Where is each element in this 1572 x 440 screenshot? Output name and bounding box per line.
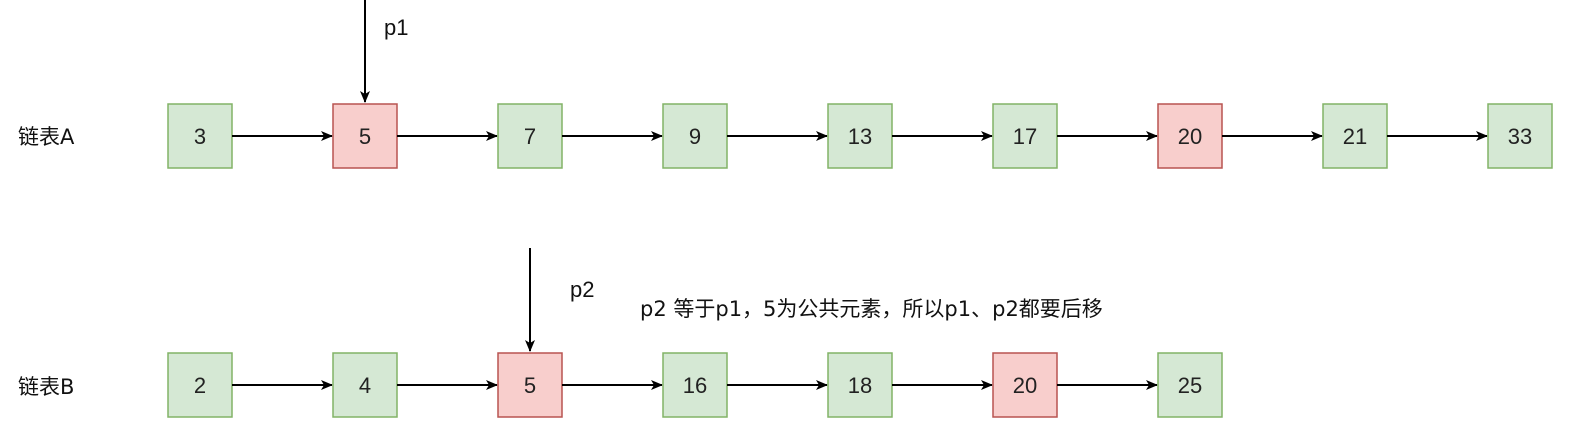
node-value: 3 (194, 124, 206, 149)
list-node: 20 (1157, 103, 1223, 169)
list-node: 5 (332, 103, 398, 169)
node-value: 20 (1013, 373, 1037, 398)
annotation-note: p2 等于p1，5为公共元素，所以p1、p2都要后移 (640, 297, 1103, 321)
node-box-highlighted (1157, 103, 1223, 169)
list-a-label: 链表A (18, 125, 75, 149)
pointer-p1-label: p1 (384, 15, 408, 40)
node-box (497, 103, 563, 169)
node-value: 5 (524, 373, 536, 398)
node-value: 25 (1178, 373, 1202, 398)
node-value: 18 (848, 373, 872, 398)
node-box (662, 352, 728, 418)
node-value: 9 (689, 124, 701, 149)
node-value: 20 (1178, 124, 1202, 149)
list-node: 25 (1157, 352, 1223, 418)
node-box (167, 103, 233, 169)
list-node: 18 (827, 352, 893, 418)
node-value: 16 (683, 373, 707, 398)
list-node: 13 (827, 103, 893, 169)
node-value: 33 (1508, 124, 1532, 149)
node-box-highlighted (992, 352, 1058, 418)
list-node: 9 (662, 103, 728, 169)
list-node: 20 (992, 352, 1058, 418)
list-a: 3 5 7 9 13 17 20 21 33 (167, 103, 1553, 169)
node-value: 5 (359, 124, 371, 149)
node-box (1487, 103, 1553, 169)
node-value: 4 (359, 373, 371, 398)
node-value: 13 (848, 124, 872, 149)
node-box (1157, 352, 1223, 418)
pointer-p2-label: p2 (570, 277, 594, 302)
list-b: 2 4 5 16 18 20 25 (167, 352, 1223, 418)
list-b-label: 链表B (18, 375, 74, 399)
node-value: 2 (194, 373, 206, 398)
list-node: 5 (497, 352, 563, 418)
list-node: 3 (167, 103, 233, 169)
node-box (662, 103, 728, 169)
list-node: 33 (1487, 103, 1553, 169)
node-box-highlighted (497, 352, 563, 418)
node-box (827, 352, 893, 418)
list-node: 17 (992, 103, 1058, 169)
list-node: 16 (662, 352, 728, 418)
node-value: 17 (1013, 124, 1037, 149)
list-node: 21 (1322, 103, 1388, 169)
node-box (332, 352, 398, 418)
node-value: 7 (524, 124, 536, 149)
list-node: 2 (167, 352, 233, 418)
node-value: 21 (1343, 124, 1367, 149)
node-box-highlighted (332, 103, 398, 169)
list-node: 4 (332, 352, 398, 418)
list-node: 7 (497, 103, 563, 169)
